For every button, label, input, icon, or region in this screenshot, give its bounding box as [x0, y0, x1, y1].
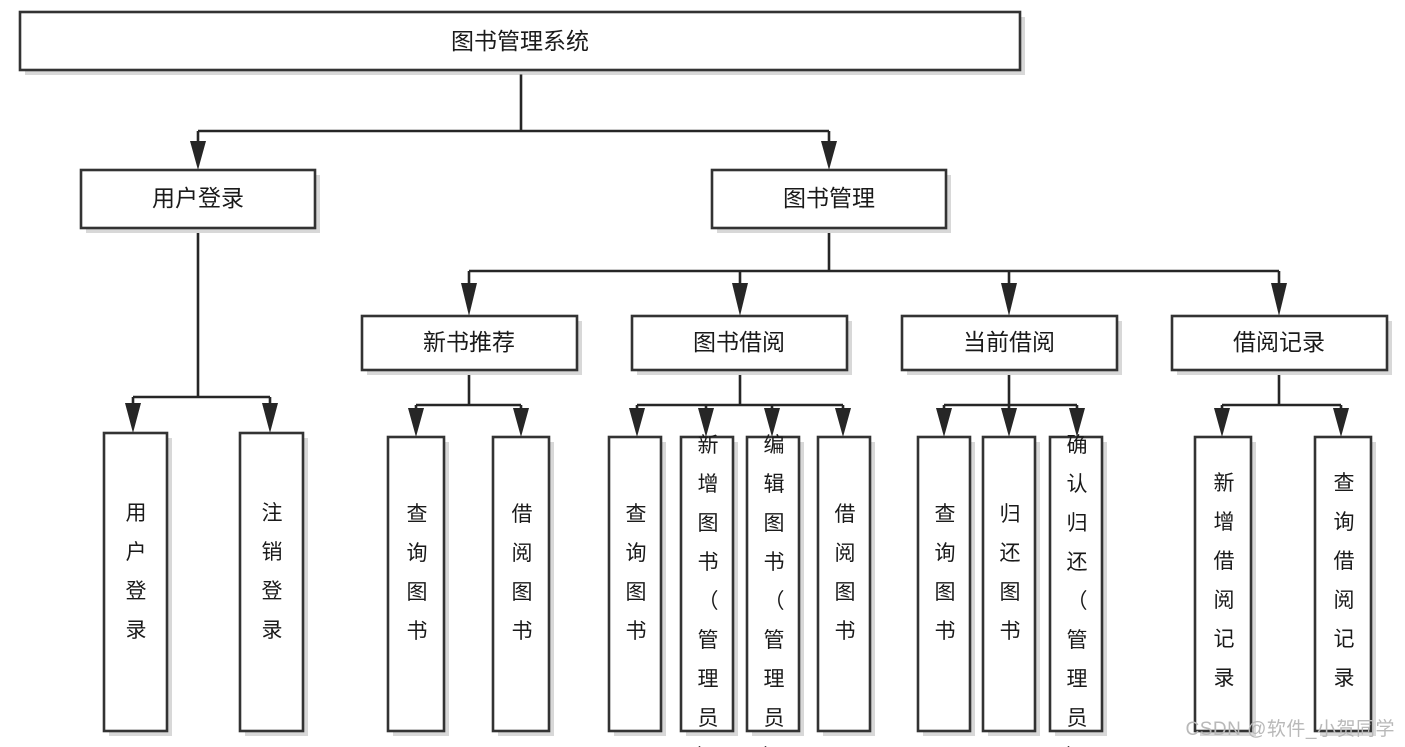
- leaf-logout-label: 注销登录: [262, 502, 283, 642]
- node-leaf-query-book-3[interactable]: 查询图书: [916, 435, 975, 736]
- user-login-label: 用户登录: [152, 185, 244, 211]
- current-borrow-label: 当前借阅: [963, 329, 1055, 355]
- arrow-to-book-borrow: [732, 283, 748, 316]
- node-leaf-add-record[interactable]: 新增借阅记录: [1193, 435, 1256, 736]
- leaf-query-record-box[interactable]: [1313, 435, 1373, 733]
- arrow-to-leaf-confirm-return: [1069, 408, 1085, 437]
- arrow-to-current-borrow: [1001, 283, 1017, 316]
- leaf-query-book-1-label: 查询图书: [407, 503, 428, 643]
- node-leaf-user-login[interactable]: 用户登录: [102, 431, 172, 736]
- node-book-manage[interactable]: 图书管理: [710, 168, 951, 233]
- leaf-return-book-label: 归还图书: [1000, 503, 1021, 643]
- leaf-add-book-box[interactable]: [679, 435, 735, 733]
- arrow-to-leaf-query-book-2: [629, 408, 645, 437]
- leaf-add-record-label: 新增借阅记录: [1214, 472, 1235, 690]
- arrow-to-leaf-query-book-1: [408, 408, 424, 437]
- root-label: 图书管理系统: [451, 28, 589, 54]
- leaf-confirm-return-label: 确认归还（管理员）: [1067, 434, 1088, 747]
- book-borrow-label: 图书借阅: [693, 329, 785, 355]
- node-leaf-return-book[interactable]: 归还图书: [981, 435, 1040, 736]
- node-current-borrow[interactable]: 当前借阅: [900, 314, 1122, 375]
- node-book-borrow[interactable]: 图书借阅: [630, 314, 852, 375]
- leaf-query-record-label: 查询借阅记录: [1334, 472, 1355, 690]
- edges-layer: [125, 74, 1349, 437]
- arrow-to-user-login: [190, 141, 206, 170]
- arrow-to-leaf-query-record: [1333, 408, 1349, 437]
- leaf-borrow-book-2-label: 借阅图书: [835, 503, 856, 643]
- book-manage-box[interactable]: [710, 168, 948, 230]
- leaf-borrow-book-1-label: 借阅图书: [512, 503, 533, 643]
- borrow-record-label: 借阅记录: [1233, 329, 1325, 355]
- node-root[interactable]: 图书管理系统: [18, 10, 1025, 75]
- book-manage-label: 图书管理: [783, 185, 875, 211]
- arrow-to-leaf-logout: [262, 403, 278, 433]
- leaf-borrow-book-1-box[interactable]: [491, 435, 551, 733]
- leaf-user-login-box[interactable]: [102, 431, 169, 733]
- leaf-user-login-label: 用户登录: [126, 502, 147, 642]
- leaf-borrow-book-2-box[interactable]: [816, 435, 872, 733]
- node-leaf-confirm-return[interactable]: 确认归还（管理员）: [1048, 434, 1107, 747]
- book-borrow-box[interactable]: [630, 314, 849, 372]
- leaf-confirm-return-box[interactable]: [1048, 435, 1104, 733]
- arrow-to-leaf-user-login: [125, 403, 141, 433]
- arrow-to-leaf-add-record: [1214, 408, 1230, 437]
- leaf-query-book-3-label: 查询图书: [935, 503, 956, 643]
- node-leaf-query-book-2[interactable]: 查询图书: [607, 435, 666, 736]
- node-borrow-record[interactable]: 借阅记录: [1170, 314, 1392, 375]
- current-borrow-box[interactable]: [900, 314, 1119, 372]
- leaf-query-book-2-box[interactable]: [607, 435, 663, 733]
- leaf-add-book-label: 新增图书（管理员）: [698, 434, 719, 747]
- root-box[interactable]: [18, 10, 1022, 72]
- arrow-to-leaf-return-book: [1001, 408, 1017, 437]
- node-leaf-borrow-book-1[interactable]: 借阅图书: [491, 435, 554, 736]
- node-leaf-borrow-book-2[interactable]: 借阅图书: [816, 435, 875, 736]
- node-leaf-query-book-1[interactable]: 查询图书: [386, 435, 449, 736]
- arrow-to-leaf-query-book-3: [936, 408, 952, 437]
- new-book-rec-label: 新书推荐: [423, 329, 515, 355]
- node-leaf-query-record[interactable]: 查询借阅记录: [1313, 435, 1376, 736]
- arrow-to-leaf-add-book: [698, 408, 714, 437]
- user-login-box[interactable]: [79, 168, 317, 230]
- arrow-to-leaf-borrow-book-1: [513, 408, 529, 437]
- arrow-to-new-book-rec: [461, 283, 477, 316]
- leaf-query-book-1-box[interactable]: [386, 435, 446, 733]
- leaf-edit-book-label: 编辑图书（管理员）: [764, 434, 785, 747]
- node-leaf-edit-book[interactable]: 编辑图书（管理员）: [745, 434, 804, 747]
- node-leaf-logout[interactable]: 注销登录: [238, 431, 308, 736]
- arrow-to-book-manage: [821, 141, 837, 170]
- node-user-login[interactable]: 用户登录: [79, 168, 320, 233]
- leaf-edit-book-box[interactable]: [745, 435, 801, 733]
- arrow-to-borrow-record: [1271, 283, 1287, 316]
- arrow-to-leaf-edit-book: [764, 408, 780, 437]
- node-leaf-add-book[interactable]: 新增图书（管理员）: [679, 434, 738, 747]
- borrow-record-box[interactable]: [1170, 314, 1389, 372]
- leaf-query-book-2-label: 查询图书: [626, 503, 647, 643]
- leaf-query-book-3-box[interactable]: [916, 435, 972, 733]
- leaf-logout-box[interactable]: [238, 431, 305, 733]
- new-book-rec-box[interactable]: [360, 314, 579, 372]
- leaf-add-record-box[interactable]: [1193, 435, 1253, 733]
- node-new-book-rec[interactable]: 新书推荐: [360, 314, 582, 375]
- arrow-to-leaf-borrow-book-2: [835, 408, 851, 437]
- leaf-return-book-box[interactable]: [981, 435, 1037, 733]
